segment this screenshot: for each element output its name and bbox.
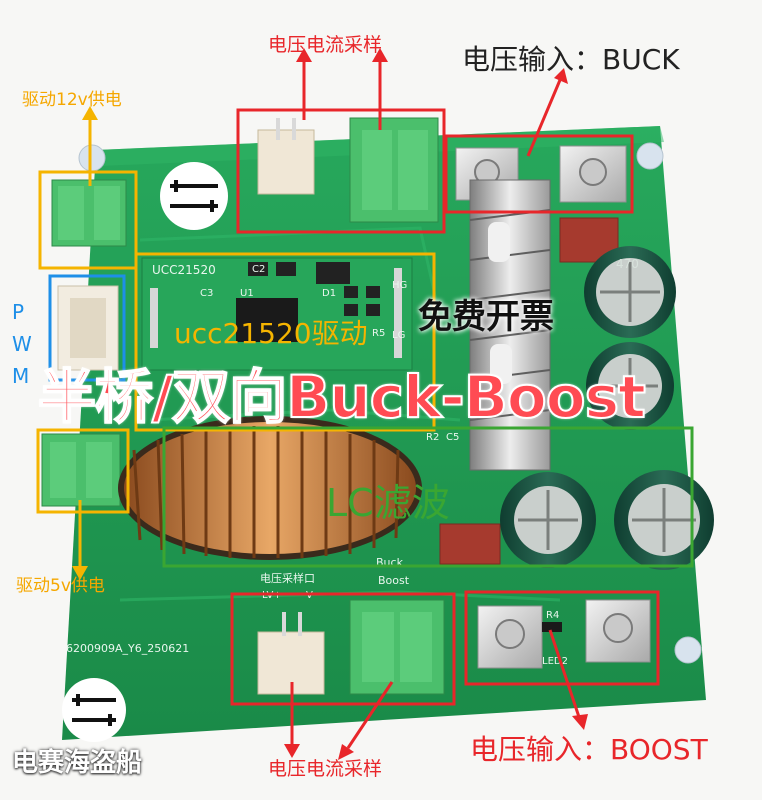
silk-r5: R5: [372, 328, 385, 339]
electrolytic-capacitor: [586, 342, 674, 430]
label-pwm-w: W: [12, 332, 32, 356]
box-lc: [162, 426, 694, 568]
silk-d1: D1: [322, 288, 336, 299]
electrolytic-capacitor: [584, 246, 676, 338]
standoff-top-left: [78, 144, 106, 172]
silk-c5: C5: [446, 432, 459, 443]
circuit-logo-icon-bottom: [62, 678, 126, 742]
heatsink: [469, 179, 551, 471]
box-driver: [134, 252, 436, 432]
electrolytic-capacitor: [614, 470, 714, 570]
circuit-logo-icon: [160, 162, 228, 230]
label-pwm-p: P: [12, 300, 25, 324]
brand-watermark: 电赛海盗船: [12, 748, 143, 778]
silk-hg: HG: [392, 280, 407, 291]
terminal-buck-right: [559, 145, 627, 203]
silk-boost: Boost: [378, 574, 410, 587]
silk-sample-port: 电压采样口: [260, 571, 315, 585]
terminal-boost-right: [585, 599, 651, 663]
label-sample-top: 电压电流采样: [268, 34, 383, 56]
headline-title: 半桥/双向Buck-Boost: [37, 363, 647, 431]
box-12v: [38, 170, 138, 270]
box-input-boost: [464, 590, 660, 686]
silk-board-id: 6200909A_Y6_250621: [66, 642, 189, 655]
connector-sample-top-white: [257, 129, 315, 195]
box-sample-bottom: [230, 592, 456, 706]
silk-led2: LED2: [542, 656, 568, 667]
label-lc-filter: LC滤波: [326, 481, 450, 525]
silk-lg: LG: [392, 330, 405, 341]
terminal-boost-left: [477, 605, 543, 669]
silk-r4: R4: [546, 610, 559, 621]
label-input-buck: 电压输入：BUCK: [462, 43, 680, 76]
silk-c3: C3: [200, 288, 213, 299]
driver-ic: [236, 298, 298, 342]
film-capacitor-bottom: [439, 523, 501, 565]
electrolytic-capacitor: [500, 472, 596, 568]
label-pwm-m: M: [12, 364, 30, 388]
box-5v: [36, 428, 130, 514]
label-drive-5v: 驱动5v供电: [16, 576, 105, 596]
smd-resistor: [542, 622, 562, 632]
box-pwm: [48, 274, 126, 382]
label-input-boost: 电压输入：BOOST: [470, 733, 708, 766]
silk-chip: UCC21520: [152, 263, 216, 277]
box-sample-top: [236, 108, 446, 234]
toroid-inductor: [118, 416, 422, 560]
standoff-top-right: [636, 142, 664, 170]
label-invoice: 免费开票: [418, 297, 554, 337]
box-input-buck: [444, 134, 634, 214]
silk-c2: C2: [252, 264, 265, 275]
silk-r2: R2: [426, 432, 439, 443]
label-sample-bottom: 电压电流采样: [268, 758, 383, 780]
silk-u1: U1: [240, 288, 254, 299]
label-drive-12v: 驱动12v供电: [22, 90, 122, 110]
label-ucc-driver: ucc21520驱动: [174, 317, 368, 350]
standoff-bottom-right: [674, 636, 702, 664]
film-capacitor: [559, 217, 619, 263]
silk-cap: 470: [616, 257, 639, 271]
